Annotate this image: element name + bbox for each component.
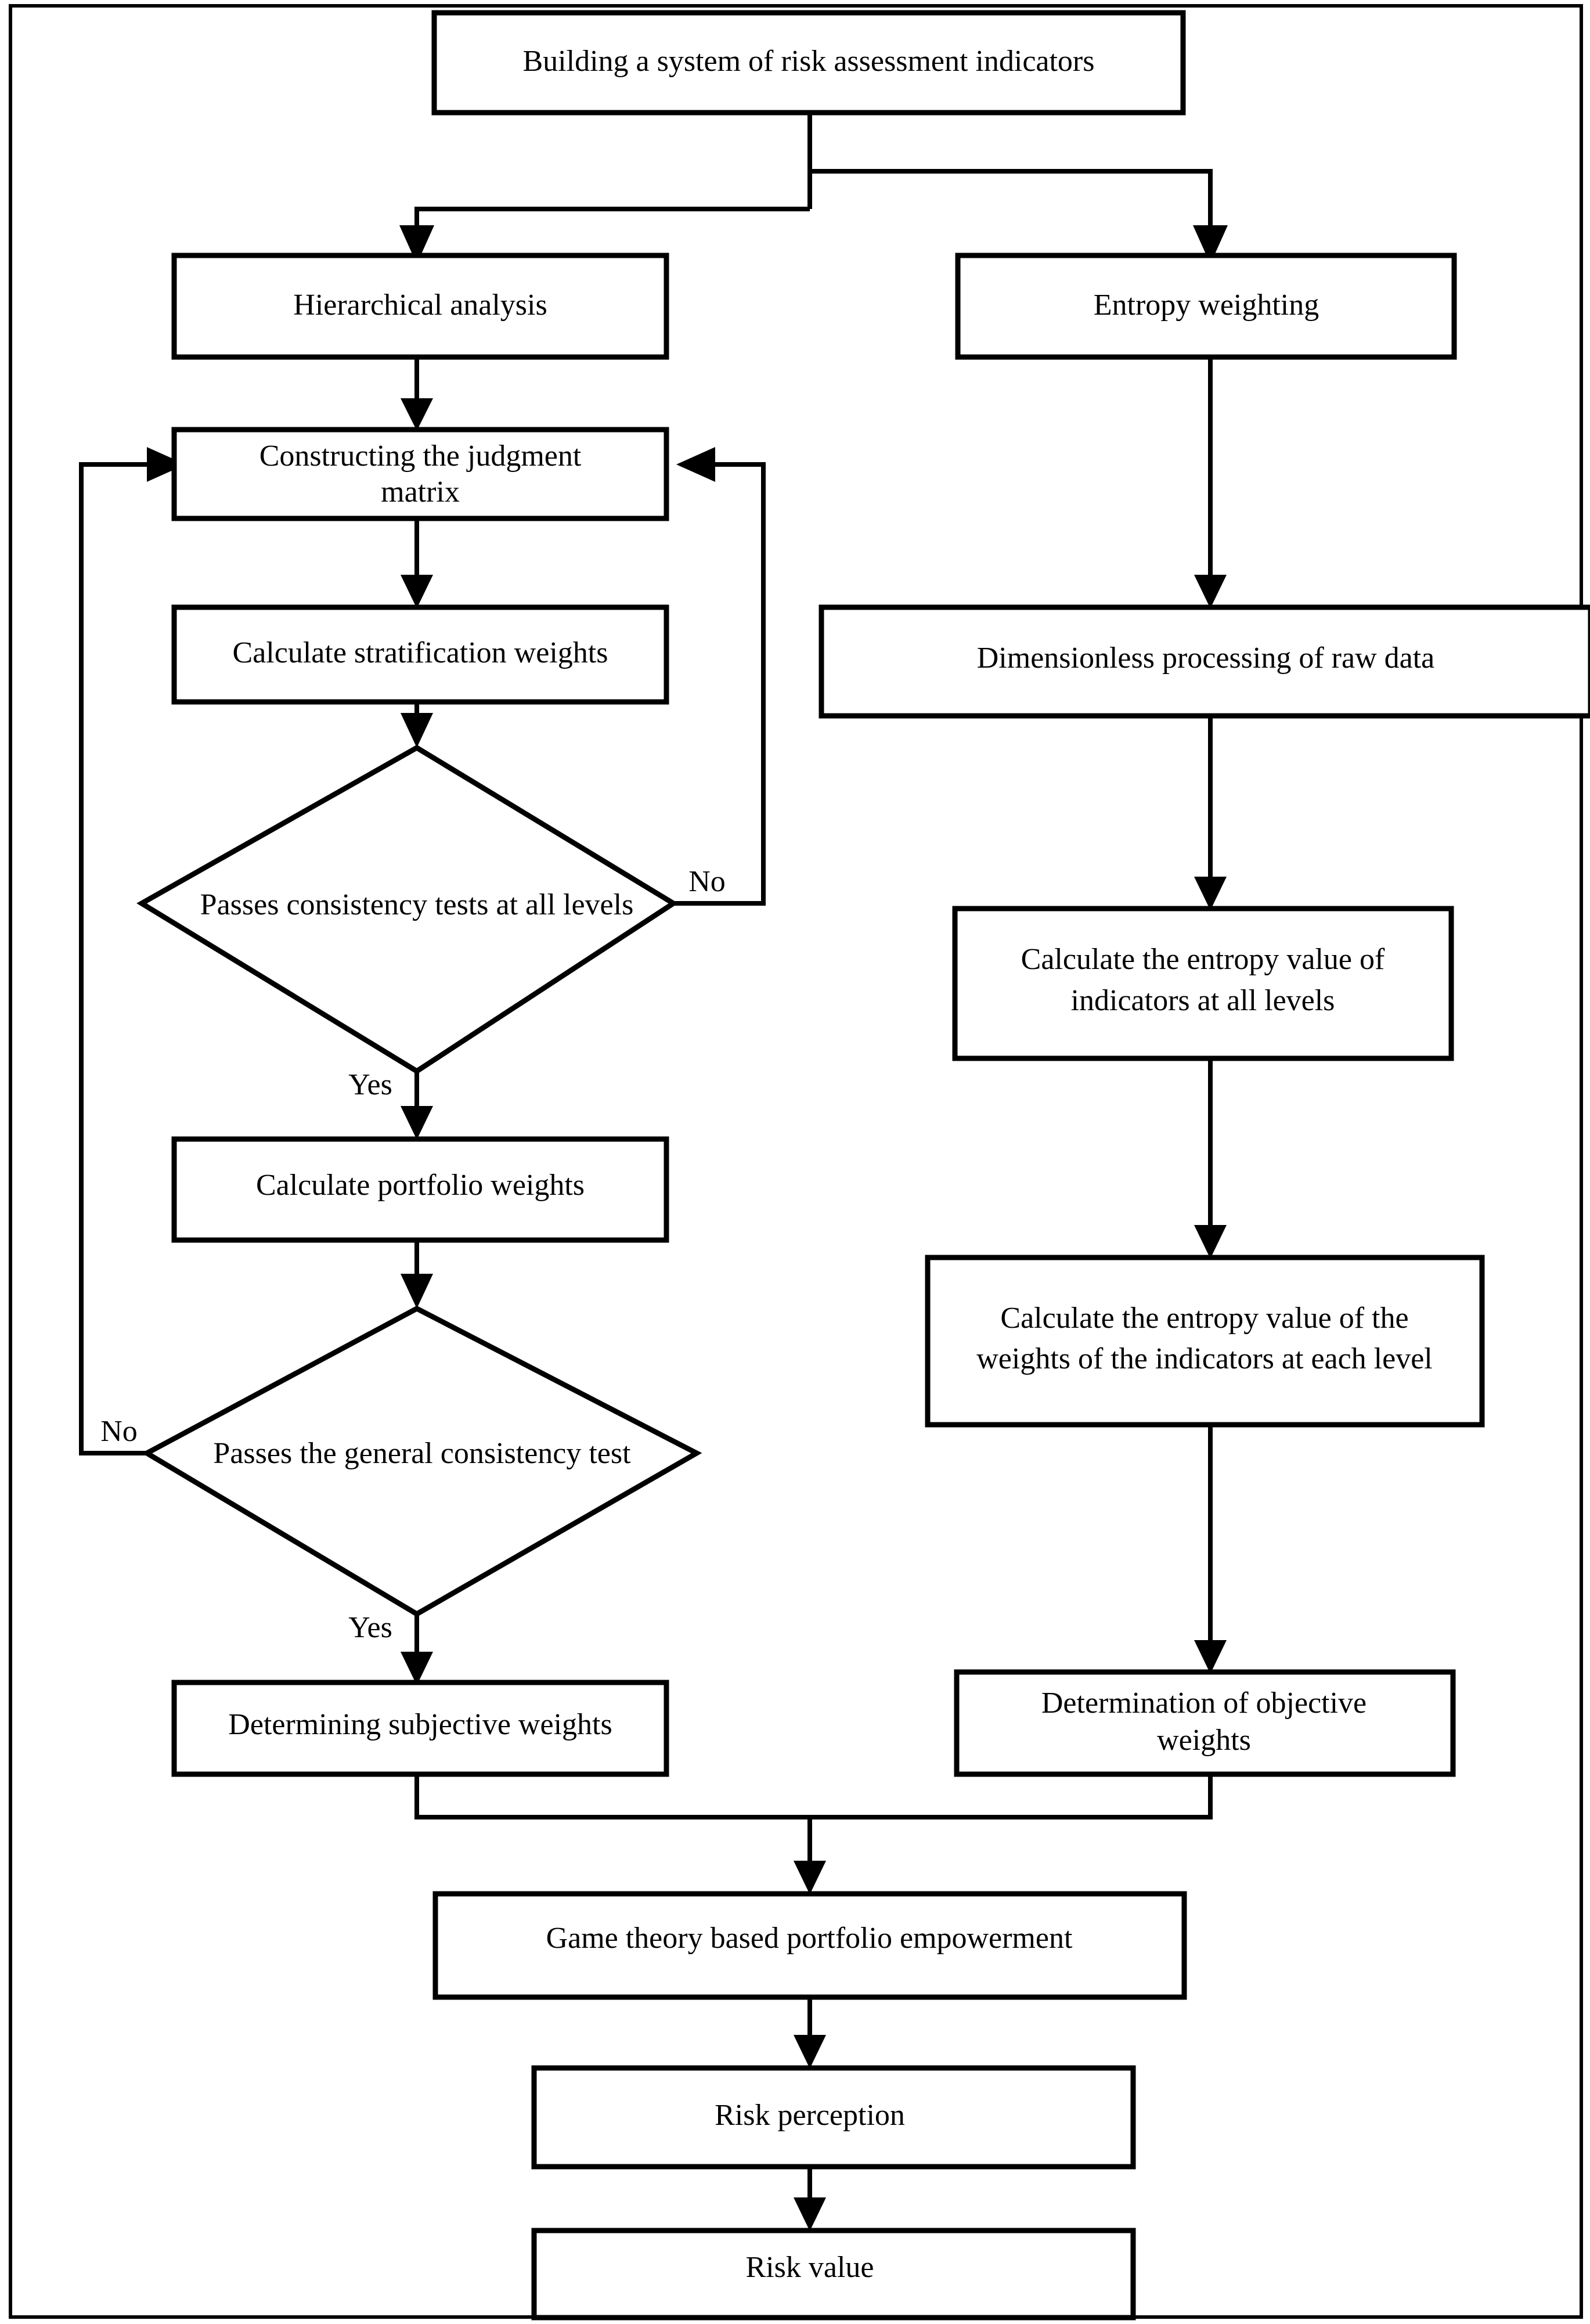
edge-label-yes-lower: Yes <box>348 1611 392 1644</box>
node-subjective-weights[interactable]: Determining subjective weights <box>171 1680 669 1777</box>
arrowhead-to-dimensionless <box>1194 575 1227 608</box>
node-entropy-weighting[interactable]: Entropy weighting <box>955 253 1457 360</box>
node-stratification-weights-label: Calculate stratification weights <box>233 636 608 669</box>
node-entropy-weights-levels-label-line2: weights of the indicators at each level <box>976 1342 1432 1375</box>
connector-diamond1-no-loop <box>673 462 766 906</box>
node-entropy-value-indicators-label-line2: indicators at all levels <box>1071 984 1335 1017</box>
node-portfolio-weights[interactable]: Calculate portfolio weights <box>171 1136 669 1243</box>
node-risk-value[interactable]: Risk value <box>531 2228 1136 2321</box>
edge-label-yes-upper: Yes <box>348 1068 392 1101</box>
node-game-theory-label: Game theory based portfolio empowerment <box>546 1922 1073 1955</box>
arrowhead-to-value <box>794 2197 826 2231</box>
node-entropy-weighting-label: Entropy weighting <box>1094 289 1319 322</box>
arrowhead-to-subjective <box>401 1652 433 1685</box>
node-consistency-all-levels-label: Passes consistency tests at all levels <box>200 888 634 921</box>
connector-diamond2-no-loop <box>79 462 148 1455</box>
node-portfolio-weights-label: Calculate portfolio weights <box>256 1169 585 1202</box>
arrowhead-to-gametheory <box>794 1861 826 1894</box>
node-risk-perception-label: Risk perception <box>715 2099 905 2132</box>
arrowhead-to-objective <box>1194 1640 1227 1674</box>
node-risk-value-label: Risk value <box>746 2251 874 2284</box>
edge-label-no-lower: No <box>100 1415 138 1448</box>
node-hierarchical-analysis-label: Hierarchical analysis <box>293 289 547 322</box>
node-dimensionless-processing-label: Dimensionless processing of raw data <box>977 642 1434 675</box>
edge-label-no-upper: No <box>688 865 726 898</box>
arrowhead-to-entropyvalue <box>1194 877 1227 910</box>
connector-merge-to-gametheory <box>414 1774 1213 1819</box>
arrowhead-to-matrix <box>401 398 433 431</box>
node-root-label: Building a system of risk assessment ind… <box>522 45 1094 78</box>
node-hierarchical-analysis[interactable]: Hierarchical analysis <box>171 253 669 360</box>
node-judgment-matrix[interactable]: Constructing the judgment matrix <box>171 427 669 521</box>
node-general-consistency[interactable]: Passes the general consistency test <box>141 1305 702 1617</box>
arrowhead-to-diamond2 <box>401 1274 433 1309</box>
arrowhead-to-entropy <box>1193 225 1228 264</box>
arrowhead-to-diamond1 <box>401 713 433 748</box>
arrowhead-to-entropyweights <box>1194 1225 1227 1259</box>
node-game-theory[interactable]: Game theory based portfolio empowerment <box>432 1891 1187 2000</box>
arrowhead-no-loop-upper <box>676 447 715 482</box>
node-objective-weights-label-line1: Determination of objective <box>1041 1687 1367 1720</box>
node-consistency-all-levels[interactable]: Passes consistency tests at all levels <box>136 744 679 1075</box>
arrowhead-to-portfolio <box>401 1106 433 1140</box>
node-judgment-matrix-label-line1: Constructing the judgment <box>259 439 582 473</box>
node-root[interactable]: Building a system of risk assessment ind… <box>431 10 1186 116</box>
arrowhead-to-perception <box>794 2035 826 2069</box>
node-objective-weights[interactable]: Determination of objective weights <box>954 1669 1456 1777</box>
node-entropy-weights-levels-label-line1: Calculate the entropy value of the <box>1000 1302 1408 1335</box>
node-general-consistency-label: Passes the general consistency test <box>213 1437 631 1470</box>
node-entropy-weights-levels[interactable]: Calculate the entropy value of the weigh… <box>925 1255 1485 1428</box>
node-entropy-value-indicators-label-line1: Calculate the entropy value of <box>1021 943 1385 976</box>
arrowhead-to-ahp <box>399 225 434 264</box>
node-stratification-weights[interactable]: Calculate stratification weights <box>171 604 669 705</box>
arrowhead-to-strat <box>401 575 433 608</box>
arrowhead-no-loop-lower <box>147 447 186 482</box>
connector-root-to-ahp <box>414 207 810 232</box>
node-risk-perception[interactable]: Risk perception <box>531 2065 1136 2170</box>
node-judgment-matrix-label-line2: matrix <box>381 475 460 509</box>
connector-root-to-entropy <box>810 169 1213 232</box>
node-subjective-weights-label: Determining subjective weights <box>228 1708 612 1741</box>
node-dimensionless-processing[interactable]: Dimensionless processing of raw data <box>819 604 1590 719</box>
node-entropy-value-indicators[interactable]: Calculate the entropy value of indicator… <box>952 906 1454 1061</box>
node-objective-weights-label-line2: weights <box>1157 1724 1251 1757</box>
